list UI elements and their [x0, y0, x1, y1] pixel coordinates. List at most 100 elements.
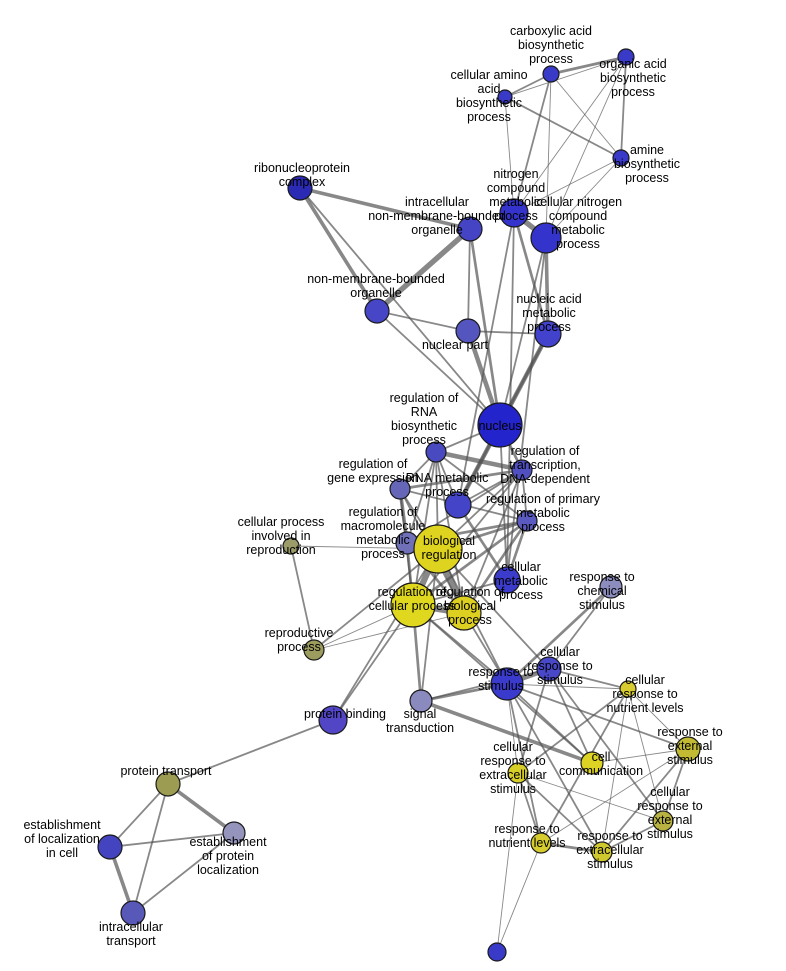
edge-reg_primary--reg_biological [462, 519, 529, 615]
node-non_membrane[interactable] [364, 298, 390, 324]
node-organic[interactable] [617, 48, 635, 66]
edge-nitrogen_compound--cellular_metabolic [506, 212, 515, 581]
edge-cellular_response_stimulus--cellular_response_external [548, 668, 664, 822]
node-cellular_response_external[interactable] [652, 810, 674, 832]
node-response_extracellular[interactable] [591, 841, 613, 863]
node-reg_transcription[interactable] [511, 459, 533, 481]
node-ribonucleoprotein[interactable] [287, 175, 313, 201]
node-nucleic_acid[interactable] [534, 320, 562, 348]
edge-response_external--response_extracellular [601, 748, 689, 853]
node-reg_cellular[interactable] [390, 582, 436, 628]
edge-bottom_node--cellular_response_extracellular [496, 772, 519, 953]
node-reg_primary[interactable] [516, 510, 538, 532]
node-cellular_response_stimulus[interactable] [536, 656, 562, 682]
edge-carboxylic--nitrogen_compound [513, 73, 552, 214]
edge-organic--amine [620, 56, 627, 159]
edge-cellular_process_repro--reproductive_process [290, 545, 315, 651]
node-biological_regulation[interactable] [413, 524, 463, 574]
edge-response_stimulus--response_external [506, 683, 689, 750]
label-protein_transport: protein transport [120, 764, 212, 778]
edge-bottom_node--response_nutrient [496, 842, 542, 953]
edge-ribonucleoprotein--non_membrane [298, 186, 379, 313]
node-response_nutrient[interactable] [530, 832, 552, 854]
node-est_protein_loc[interactable] [222, 821, 246, 845]
node-response_stimulus[interactable] [490, 667, 524, 701]
edge-cellular_nitrogen--nucleic_acid [544, 236, 550, 336]
node-intracellular_nmb[interactable] [457, 216, 483, 242]
node-reproductive_process[interactable] [303, 639, 325, 661]
node-reg_biological[interactable] [446, 595, 482, 631]
edge-non_membrane--nucleus [376, 310, 501, 426]
node-bottom_node[interactable] [487, 942, 507, 962]
edge-reg_biological--reproductive_process [313, 612, 465, 651]
edge-intracellular_nmb--non_membrane [374, 226, 473, 314]
edge-cellular_response_stimulus--cellular_response_nutrient [548, 668, 629, 690]
node-response_external[interactable] [675, 736, 701, 762]
edge-ribonucleoprotein--nucleus [299, 187, 501, 426]
edge-organic--cellular_nitrogen [545, 56, 627, 239]
node-signal_transduction[interactable] [409, 689, 433, 713]
edge-ribonucleoprotein--intracellular_nmb [298, 186, 472, 231]
node-intracellular_transport[interactable] [120, 900, 146, 926]
node-cellular_response_extracellular[interactable] [507, 762, 529, 784]
node-nucleus[interactable] [477, 402, 523, 448]
node-protein_transport[interactable] [155, 771, 181, 797]
node-cellular_nitrogen[interactable] [530, 222, 562, 254]
node-reg_gene_expr[interactable] [389, 478, 411, 500]
label-protein_binding: protein binding [304, 707, 386, 721]
edge-cellular_nitrogen--nucleus [499, 237, 547, 426]
edge-protein_transport--est_protein_loc [166, 782, 236, 835]
node-cellular_amino[interactable] [497, 89, 513, 105]
edge-organic--cellular_amino [504, 56, 627, 98]
node-nitrogen_compound[interactable] [499, 198, 529, 228]
node-est_loc_cell[interactable] [97, 834, 123, 860]
edge-response_external--cell_communication [591, 748, 689, 764]
node-carboxylic[interactable] [542, 65, 560, 83]
edge-biological_regulation--reproductive_process [313, 548, 439, 651]
edge-reg_rna_bio--reg_primary [435, 451, 528, 522]
edge-response_stimulus--cellular_response_nutrient [506, 683, 629, 690]
node-cellular_metabolic[interactable] [493, 566, 521, 594]
node-nuclear_part[interactable] [455, 318, 481, 344]
node-rna_metabolic[interactable] [444, 491, 472, 519]
edge-cellular_response_nutrient--cellular_response_extracellular [517, 688, 629, 774]
edge-response_chemical--cellular_response_stimulus [548, 586, 612, 670]
node-cellular_response_nutrient[interactable] [619, 680, 637, 698]
edge-response_external--cellular_response_external [662, 748, 689, 822]
node-reg_rna_bio[interactable] [425, 441, 447, 463]
node-response_chemical[interactable] [599, 575, 623, 599]
node-protein_binding[interactable] [318, 705, 348, 735]
edge-biological_regulation--cellular_response_stimulus [437, 548, 550, 670]
edge-intracellular_nmb--nuclear_part [467, 228, 471, 332]
label-nucleus: nucleus [478, 419, 521, 433]
edge-cellular_response_nutrient--response_external [627, 688, 689, 750]
label-nuclear_part: nuclear part [422, 338, 489, 352]
edge-organic--nitrogen_compound [513, 56, 627, 214]
node-amine[interactable] [612, 149, 630, 167]
node-cellular_process_repro[interactable] [282, 537, 300, 555]
node-cell_communication[interactable] [580, 751, 604, 775]
edge-response_stimulus--cell_communication [506, 683, 593, 764]
